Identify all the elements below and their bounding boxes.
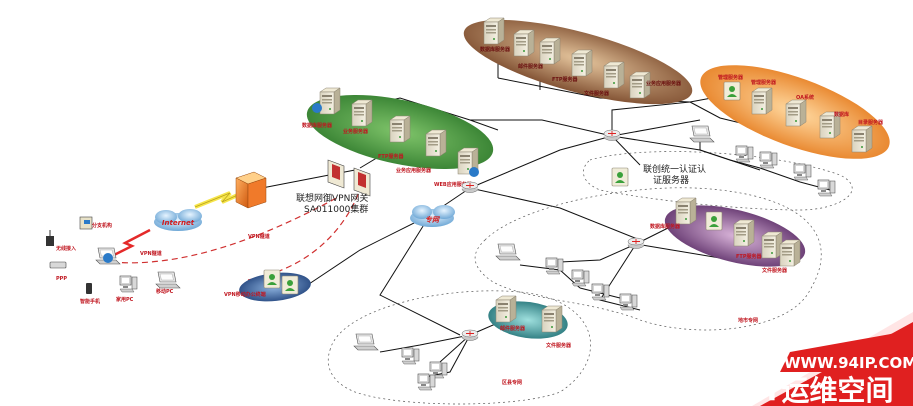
city-file-server-label: 文件服务器 [762,267,788,274]
dmz-biz-app-server-label: 业务应用服务器 [396,167,432,174]
auth-server [611,167,629,187]
city-private-net-label: 地市专网 [738,317,758,324]
watermark-url: WWW.94IP.COM [784,354,913,372]
wireless-access-label: 无线接入 [55,245,76,252]
dmz-servers [312,87,479,177]
branch-office-label: 分支机构 [92,222,112,229]
oa-dir-server-label: 目录服务器 [858,119,884,126]
watermark: WWW.94IP.COM IT运维空间 [752,312,913,406]
vpn-tunnels [111,189,361,281]
dmz-switch [461,181,479,193]
ppp-label: PPP [56,276,67,282]
private-net-cloud-label: 专网 [425,215,440,224]
top-db-server-label: 数据库服务器 [480,46,511,53]
county-switch [461,329,479,341]
oa-mgmt-server-1-label: 管理服务器 [718,74,744,81]
vpn-mobile-office-label: VPN移动办公终端 [224,291,266,298]
core-switch [603,129,621,141]
auth-server-label-line2: 证服务器 [653,174,689,186]
vpn-gateway-cluster [327,159,371,197]
internet-cloud: Internet [154,209,202,231]
dmz-biz-server-label: 业务服务器 [343,128,369,135]
city-db-server-label: 数据库服务器 [650,223,681,230]
private-net-cloud: 专网 [410,205,455,227]
dmz-ftp-server-label: FTP服务器 [378,153,404,160]
county-file-server-label: 文件服务器 [546,342,572,349]
auth-server-label-line1: 联创统一认证认 [643,163,706,175]
internet-cloud-label: Internet [162,219,195,227]
region-boundaries [327,151,853,405]
firewall [235,171,267,209]
dmz-web-server-label: WEB应用服务器 [434,181,473,188]
home-pc-label: 家用PC [116,296,134,303]
county-mail-server-label: 邮件服务器 [500,325,526,332]
dmz-db-server-label: 数据库服务器 [302,122,333,129]
oa-system-label: OA系统 [796,94,814,101]
oa-mgmt-server-2-label: 管理服务器 [751,79,777,86]
county-private-net-label: 区县专网 [502,379,522,386]
oa-db-label: 数据库 [834,111,849,118]
vpn-gateway-label-line2: SA011000集群 [304,203,368,215]
vpn-tunnel-1-label: VPN隧道 [140,250,162,257]
top-ftp-server-label: FTP服务器 [552,76,578,83]
watermark-name: IT运维空间 [752,374,894,406]
vpn-tunnel-2-label: VPN隧道 [248,233,270,240]
top-mail-server-label: 邮件服务器 [518,63,544,70]
smart-phone-label: 智能手机 [80,298,100,305]
mobile-pc-label: 移动PC [156,288,174,295]
city-switch [627,237,645,249]
vpn-gateway-label-line1: 联想网御VPN网关 [296,192,368,204]
top-file-server-label: 文件服务器 [584,90,610,97]
remote-users [46,216,181,294]
top-biz-app-server-label: 业务应用服务器 [646,80,682,87]
city-ftp-server-label: FTP服务器 [736,253,762,260]
city-clients [495,243,638,311]
